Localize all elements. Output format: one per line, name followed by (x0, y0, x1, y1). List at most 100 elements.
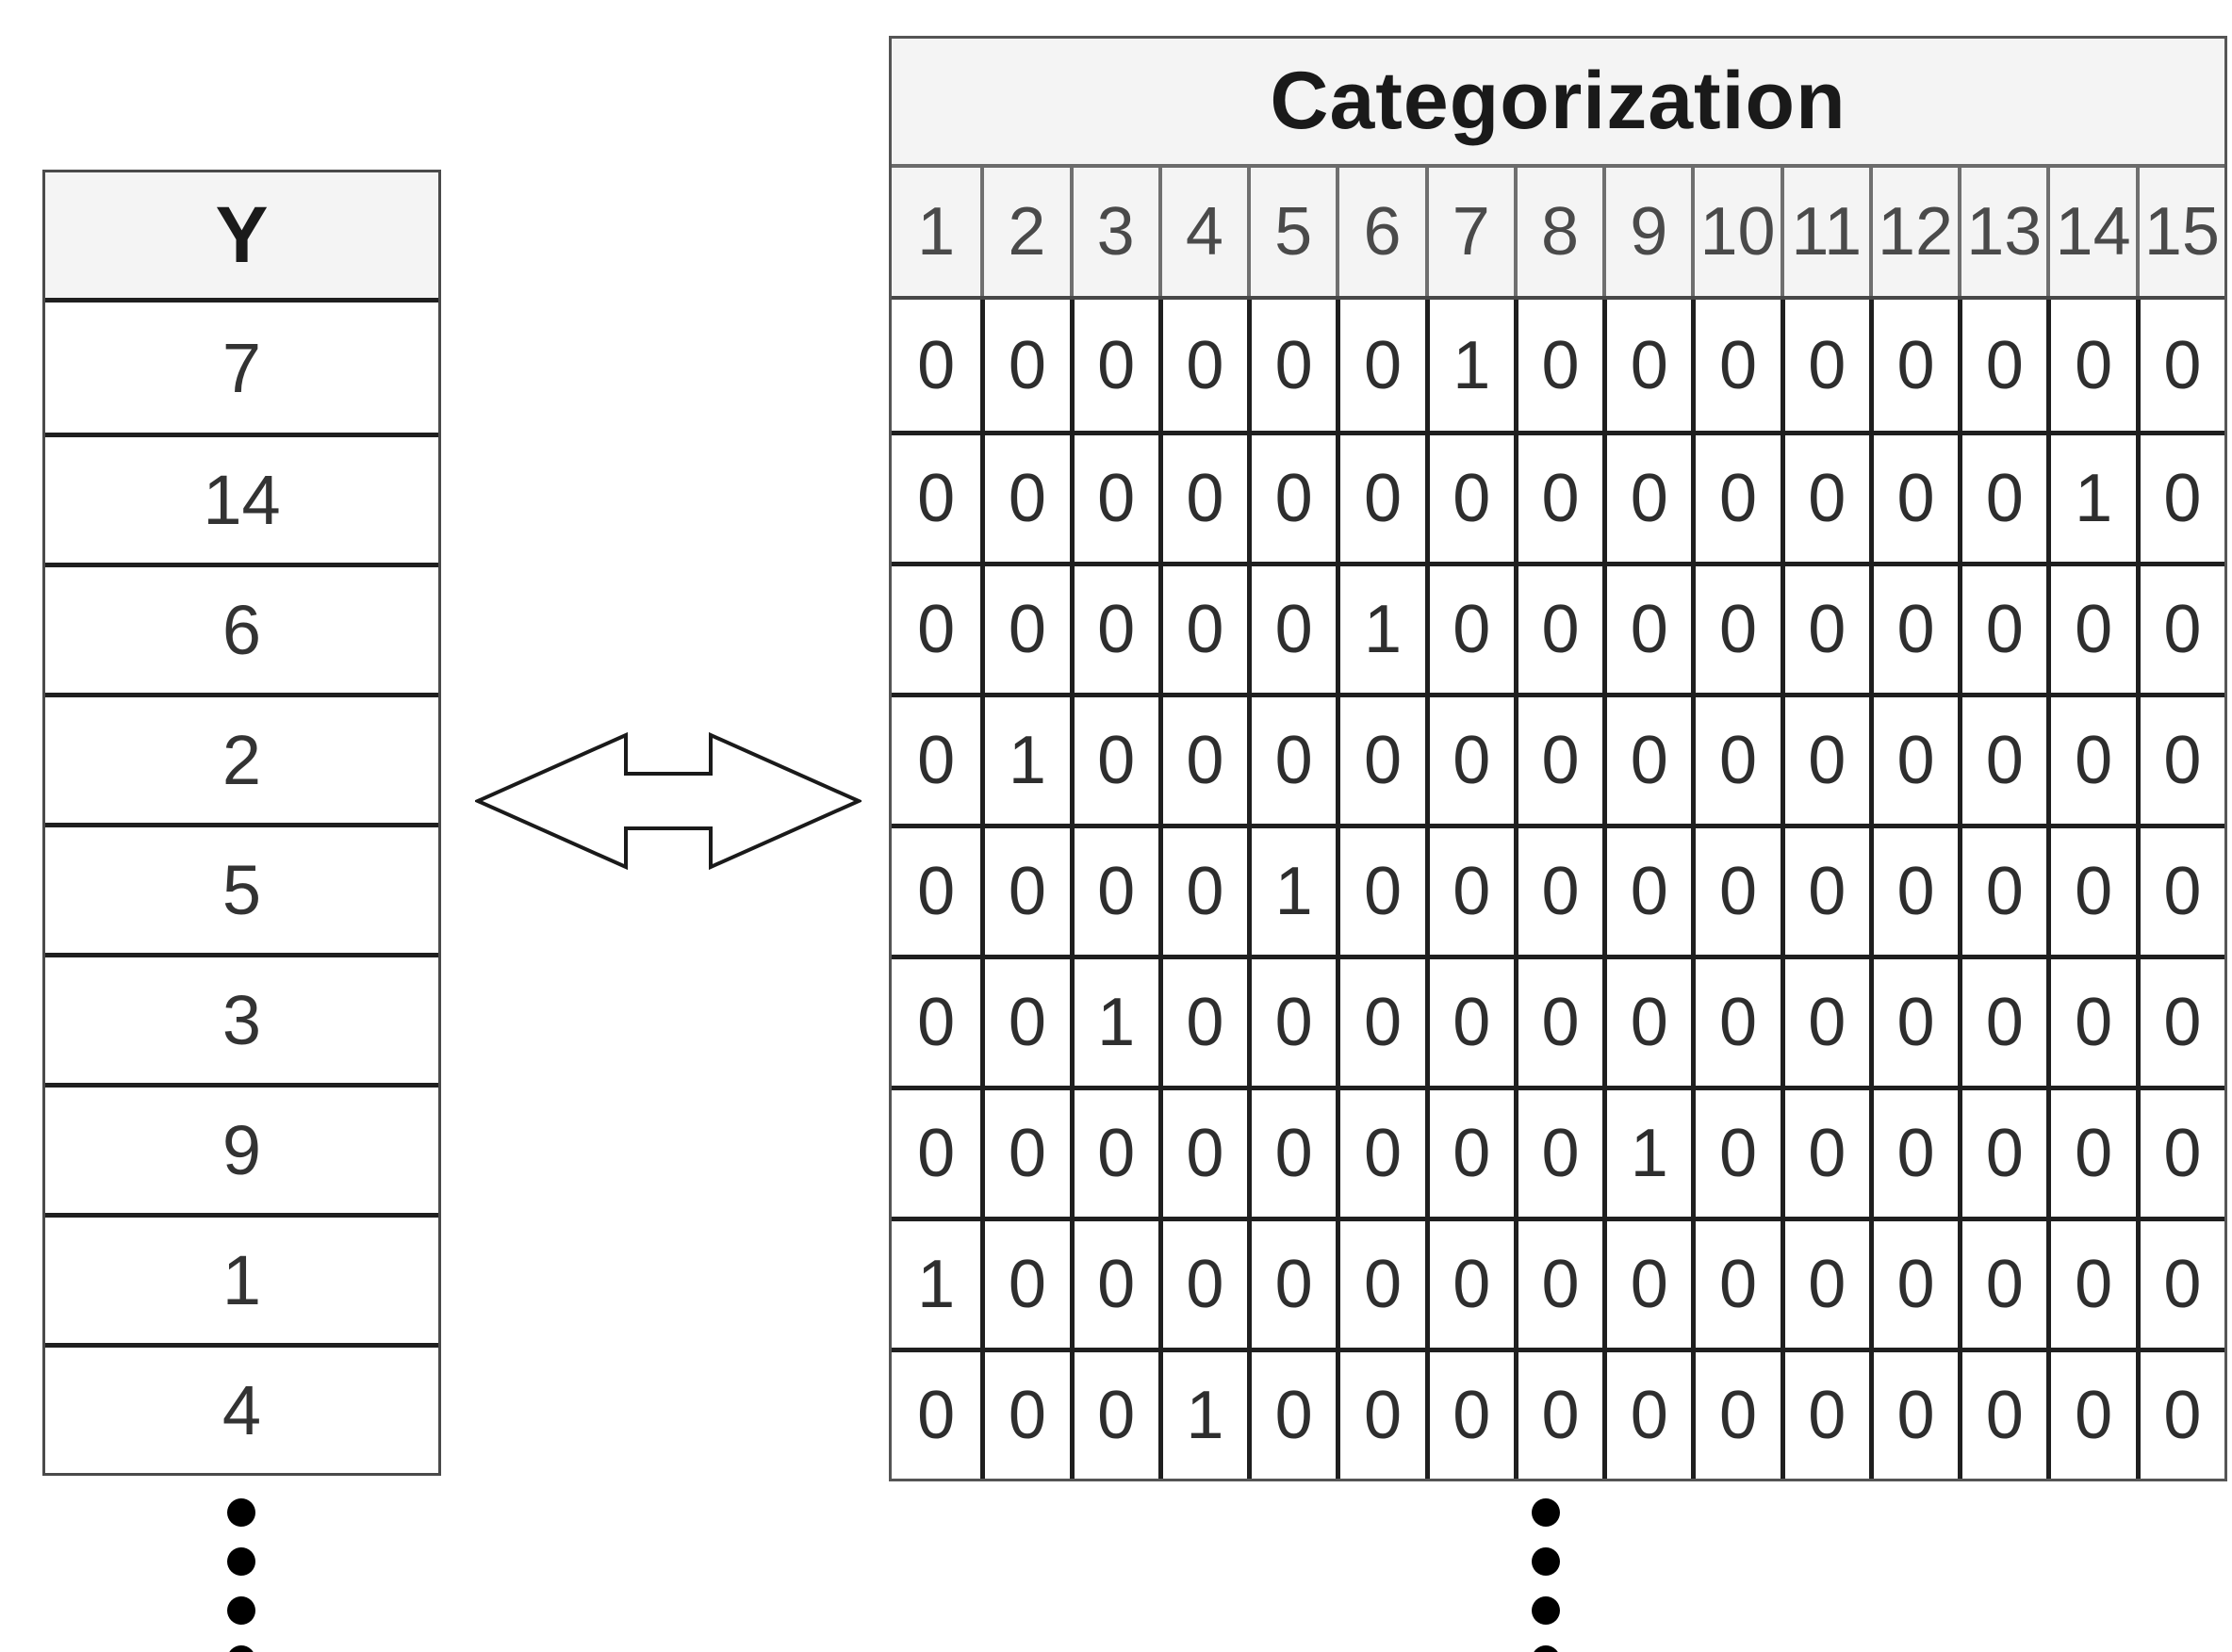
onehot-cell: 0 (1336, 300, 1424, 431)
onehot-cell: 0 (1602, 1221, 1691, 1348)
onehot-cell: 0 (1958, 697, 2046, 824)
onehot-cell: 0 (917, 723, 956, 798)
y-value-cell: 6 (45, 563, 438, 693)
ellipsis-dot (1532, 1498, 1560, 1527)
onehot-cell: 0 (1602, 828, 1691, 955)
onehot-cell: 0 (1868, 1352, 1958, 1479)
onehot-cell: 0 (1868, 697, 1958, 824)
ellipsis-dot (1532, 1596, 1560, 1625)
onehot-cell: 0 (2135, 697, 2224, 824)
onehot-cell: 0 (2046, 959, 2135, 1086)
onehot-cell: 0 (1958, 1221, 2046, 1348)
onehot-cell: 0 (1958, 300, 2046, 431)
onehot-cell: 0 (1069, 1221, 1158, 1348)
right-ellipsis (1532, 1498, 1560, 1652)
category-index-cell: 7 (1424, 168, 1514, 296)
y-value-cell: 7 (45, 303, 438, 433)
onehot-cell: 0 (1069, 300, 1158, 431)
onehot-cell: 0 (1780, 566, 1869, 693)
onehot-cell: 0 (1157, 959, 1247, 1086)
category-index-cell: 9 (1602, 168, 1691, 296)
onehot-cell: 0 (1691, 697, 1780, 824)
onehot-cell: 0 (1868, 300, 1958, 431)
onehot-cell: 0 (1336, 697, 1424, 824)
category-index-cell: 5 (1247, 168, 1336, 296)
onehot-cell: 0 (1780, 435, 1869, 562)
onehot-cell: 0 (2135, 566, 2224, 693)
onehot-cell: 0 (2046, 300, 2135, 431)
onehot-cell: 0 (1868, 1090, 1958, 1217)
onehot-cell: 0 (1868, 435, 1958, 562)
onehot-cell: 0 (1780, 697, 1869, 824)
category-index-cell: 3 (1069, 168, 1158, 296)
onehot-cell: 0 (1336, 1221, 1424, 1348)
onehot-cell: 0 (980, 435, 1069, 562)
onehot-cell: 0 (1157, 300, 1247, 431)
onehot-cell: 0 (1780, 828, 1869, 955)
onehot-cell: 0 (1336, 1090, 1424, 1217)
y-value-cell: 5 (45, 823, 438, 953)
onehot-cell: 0 (1069, 566, 1158, 693)
onehot-cell: 0 (980, 959, 1069, 1086)
onehot-cell: 0 (1157, 697, 1247, 824)
onehot-cell: 0 (1157, 1221, 1247, 1348)
onehot-cell: 0 (1336, 828, 1424, 955)
category-index-cell: 1 (917, 194, 956, 270)
ellipsis-dot (227, 1596, 255, 1625)
onehot-cell: 0 (2046, 828, 2135, 955)
onehot-cell: 0 (1069, 1352, 1158, 1479)
ellipsis-dot (227, 1547, 255, 1576)
category-index-cell: 2 (980, 168, 1069, 296)
category-index-cell: 4 (1157, 168, 1247, 296)
category-index-cell: 15 (2135, 168, 2224, 296)
onehot-cell: 0 (1247, 1090, 1336, 1217)
onehot-cell: 0 (980, 300, 1069, 431)
onehot-cell: 0 (2135, 300, 2224, 431)
onehot-cell: 1 (1247, 828, 1336, 955)
onehot-cell: 1 (1602, 1090, 1691, 1217)
y-value-cell: 14 (45, 433, 438, 563)
y-value-cell: 3 (45, 953, 438, 1083)
onehot-cell: 0 (2135, 1352, 2224, 1479)
onehot-cell: 0 (2046, 1352, 2135, 1479)
onehot-cell: 0 (1513, 435, 1602, 562)
onehot-cell: 0 (1336, 959, 1424, 1086)
onehot-cell: 0 (1780, 1352, 1869, 1479)
onehot-cell: 0 (2135, 959, 2224, 1086)
onehot-cell: 0 (1868, 566, 1958, 693)
onehot-cell: 0 (1691, 435, 1780, 562)
onehot-cell: 0 (2135, 1090, 2224, 1217)
onehot-cell: 1 (917, 1247, 956, 1322)
onehot-cell: 0 (1602, 1352, 1691, 1479)
double-arrow-icon (473, 731, 863, 871)
onehot-cell: 0 (1513, 697, 1602, 824)
onehot-cell: 0 (1868, 959, 1958, 1086)
onehot-cell: 0 (2135, 435, 2224, 562)
onehot-cell: 0 (1691, 828, 1780, 955)
onehot-cell: 0 (1780, 1090, 1869, 1217)
category-index-cell: 12 (1868, 168, 1958, 296)
onehot-cell: 0 (1958, 959, 2046, 1086)
category-index-cell: 11 (1780, 168, 1869, 296)
onehot-cell: 0 (1958, 435, 2046, 562)
onehot-cell: 0 (1247, 1221, 1336, 1348)
onehot-cell: 0 (1513, 828, 1602, 955)
onehot-cell: 0 (1247, 959, 1336, 1086)
onehot-cell: 0 (1691, 300, 1780, 431)
onehot-cell: 0 (1602, 959, 1691, 1086)
left-ellipsis (227, 1498, 255, 1652)
onehot-cell: 0 (1780, 1221, 1869, 1348)
onehot-cell: 0 (1868, 1221, 1958, 1348)
ellipsis-dot (1532, 1645, 1560, 1652)
onehot-cell: 0 (1780, 959, 1869, 1086)
onehot-cell: 0 (2046, 566, 2135, 693)
onehot-cell: 0 (2046, 697, 2135, 824)
onehot-cell: 0 (1513, 566, 1602, 693)
